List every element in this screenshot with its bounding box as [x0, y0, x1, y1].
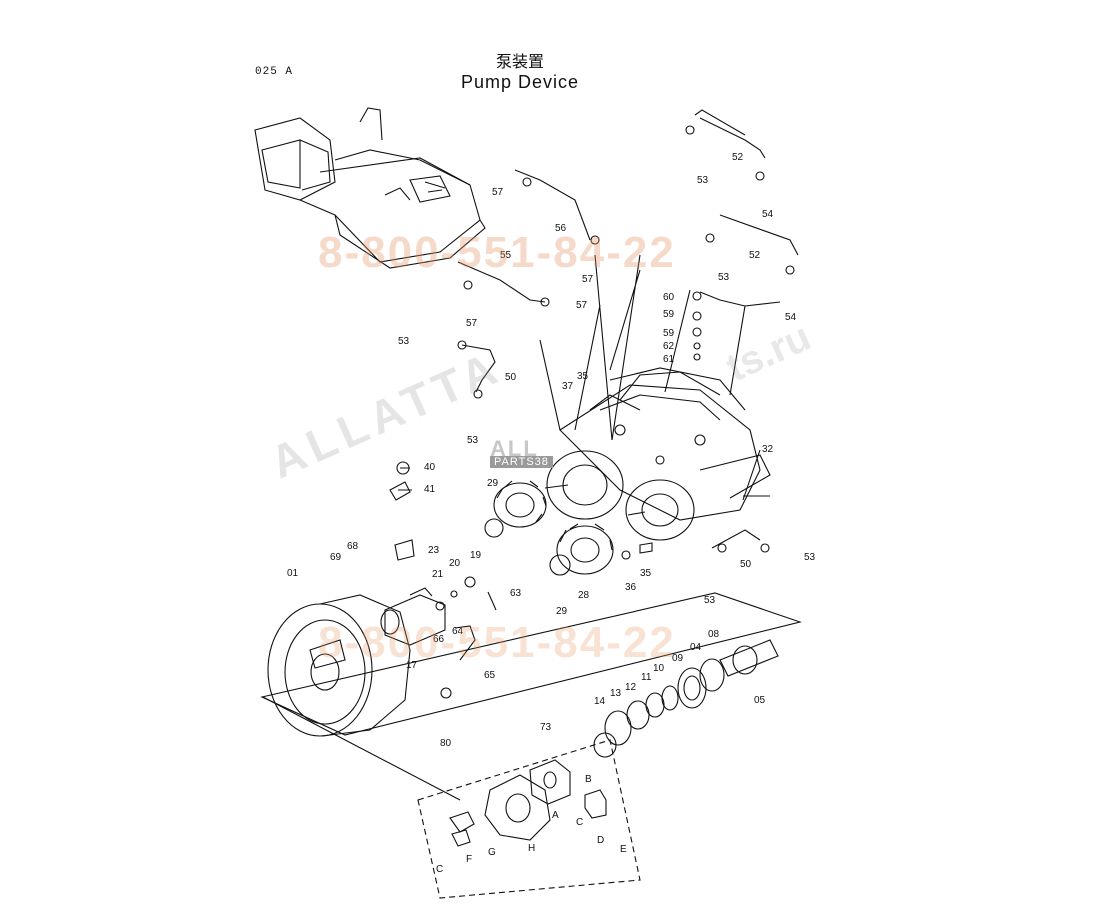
callout-52-mid: 52: [749, 250, 761, 261]
ring-29-left: [484, 518, 504, 538]
callout-13: 13: [610, 688, 622, 699]
callout-55: 55: [500, 250, 512, 261]
callout-04: 04: [690, 642, 702, 653]
callout-59-b: 59: [663, 328, 675, 339]
callout-65: 65: [484, 670, 496, 681]
callout-63: 63: [510, 588, 522, 599]
callout-69: 69: [330, 552, 342, 563]
pipe-50-right: [711, 529, 761, 549]
callout-53-f: 53: [704, 595, 716, 606]
gear-28: [556, 523, 614, 575]
callout-35-top: 35: [577, 371, 589, 382]
callout-68: 68: [347, 541, 359, 552]
pilot-pump-17: [380, 587, 446, 646]
callout-36: 36: [625, 582, 637, 593]
callout-10: 10: [653, 663, 665, 674]
callout-14: 14: [594, 696, 606, 707]
callout-52-top: 52: [732, 152, 744, 163]
label-C-right: C: [576, 817, 583, 828]
callout-53-c: 53: [398, 336, 410, 347]
callout-54-top: 54: [762, 209, 774, 220]
callout-32: 32: [762, 444, 774, 455]
callout-05: 05: [754, 695, 766, 706]
gear-29-left: [493, 480, 547, 528]
callout-50-left: 50: [505, 372, 517, 383]
callout-21: 21: [432, 569, 444, 580]
callout-66: 66: [433, 634, 445, 645]
callout-53-b: 53: [718, 272, 730, 283]
ring-29-right: [549, 554, 571, 576]
callout-57-d: 57: [466, 318, 478, 329]
callout-29-left: 29: [487, 478, 499, 489]
callout-numbers: 01 04 05 08 09 10 11 12 13 14 17 19 20 2…: [287, 152, 816, 875]
callout-53-d: 53: [467, 435, 479, 446]
callout-20: 20: [449, 558, 461, 569]
callout-29-right: 29: [556, 606, 568, 617]
pipe-55: [457, 261, 546, 303]
watermark-badge-bottom: PARTS38: [490, 456, 553, 468]
callout-12: 12: [625, 682, 637, 693]
watermark-badge: ALL PARTS38: [490, 436, 640, 476]
callout-11: 11: [641, 672, 652, 683]
callout-57-c: 57: [576, 300, 588, 311]
callout-53-a: 53: [697, 175, 709, 186]
callout-19: 19: [470, 550, 482, 561]
label-H: H: [528, 843, 535, 854]
callout-62: 62: [663, 341, 675, 352]
callout-53-e: 53: [804, 552, 816, 563]
callout-73: 73: [540, 722, 552, 733]
callout-60: 60: [663, 292, 675, 303]
callout-64: 64: [452, 626, 464, 637]
callout-57-b: 57: [582, 274, 594, 285]
callout-56: 56: [555, 223, 567, 234]
title-chinese: 泵装置: [495, 52, 544, 71]
coupling-kit-box: [417, 739, 641, 899]
callout-17: 17: [406, 660, 418, 671]
label-F: F: [466, 854, 472, 865]
flywheel-housing-01: [267, 594, 411, 737]
callout-54-mid: 54: [785, 312, 797, 323]
label-B: B: [585, 774, 592, 785]
pipe-52-top: [699, 117, 766, 159]
label-G: G: [488, 847, 496, 858]
callout-01: 01: [287, 568, 299, 579]
callout-28: 28: [578, 590, 590, 601]
shaft-stack: [593, 639, 779, 758]
callout-50-right: 50: [740, 559, 752, 570]
callout-35-bottom: 35: [640, 568, 652, 579]
pipe-56: [514, 169, 591, 241]
callout-59-a: 59: [663, 309, 675, 320]
label-E: E: [620, 844, 627, 855]
diagram-code: 025 A: [255, 66, 294, 78]
callout-40: 40: [424, 462, 436, 473]
callout-09: 09: [672, 653, 684, 664]
title-english: Pump Device: [460, 72, 580, 92]
label-A: A: [552, 810, 559, 821]
callout-80: 80: [440, 738, 452, 749]
excavator-overview-sketch: [254, 107, 486, 269]
gear-group-frame: [260, 592, 802, 736]
callout-08: 08: [708, 629, 720, 640]
pipe-52-mid: [719, 214, 799, 256]
callout-37: 37: [562, 381, 574, 392]
callout-57-a: 57: [492, 187, 504, 198]
callout-41: 41: [424, 484, 436, 495]
pipe-50-left: [461, 344, 496, 393]
main-pump-body: [544, 367, 771, 541]
label-D: D: [597, 835, 604, 846]
label-C-left: C: [436, 864, 443, 875]
callout-61: 61: [663, 354, 675, 365]
coupling-assembly: [449, 759, 607, 847]
callout-23: 23: [428, 545, 440, 556]
